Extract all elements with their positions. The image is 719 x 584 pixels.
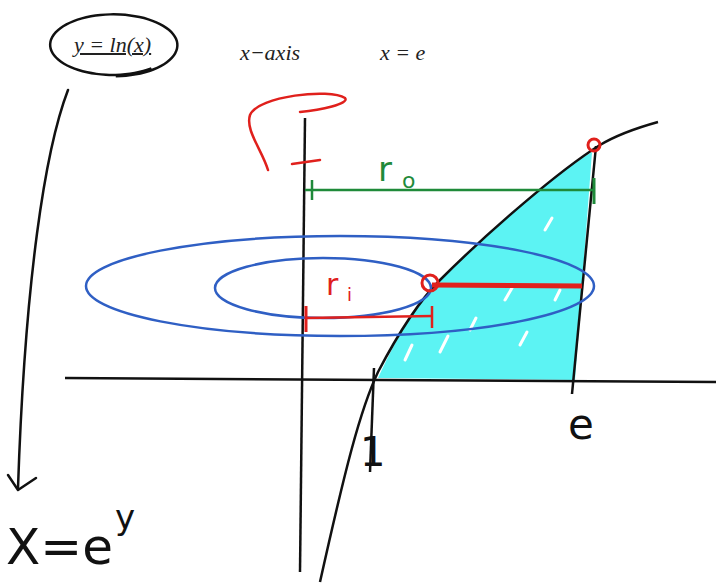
strip bbox=[432, 285, 582, 286]
point bbox=[588, 139, 600, 151]
tick-label: 1 bbox=[360, 432, 385, 472]
rotation-symbol bbox=[249, 94, 345, 170]
tick-label: e bbox=[568, 404, 594, 446]
formula-text: y = ln(x) bbox=[74, 32, 152, 58]
y-axis bbox=[300, 118, 305, 572]
inner-radius bbox=[305, 316, 433, 318]
radius-tick bbox=[593, 178, 596, 204]
circled-formula: y = ln(x) bbox=[48, 12, 178, 78]
radius-subscript: i bbox=[347, 286, 352, 304]
shaded-region bbox=[378, 152, 592, 380]
outer-washer bbox=[86, 236, 594, 336]
hand-loop bbox=[50, 14, 177, 76]
radius-tick bbox=[311, 180, 314, 200]
inner-washer bbox=[215, 258, 431, 318]
formula-exponent: y bbox=[115, 500, 135, 534]
radius-tick bbox=[305, 306, 308, 332]
radius-label: r bbox=[326, 270, 338, 300]
rotation-symbol bbox=[292, 160, 320, 164]
radius-tick bbox=[431, 306, 434, 328]
axis-label: x−axis bbox=[240, 42, 300, 64]
boundary-label: x = e bbox=[380, 42, 425, 64]
x-axis bbox=[65, 378, 716, 382]
leader-arrow bbox=[18, 90, 68, 488]
radius-label: r bbox=[378, 152, 392, 186]
formula-label: X=e bbox=[6, 522, 113, 572]
outer-radius bbox=[305, 189, 595, 192]
point bbox=[422, 275, 438, 291]
radius-subscript: o bbox=[402, 170, 415, 192]
x-equals-e-line bbox=[572, 146, 596, 394]
arrow-head bbox=[8, 475, 36, 490]
